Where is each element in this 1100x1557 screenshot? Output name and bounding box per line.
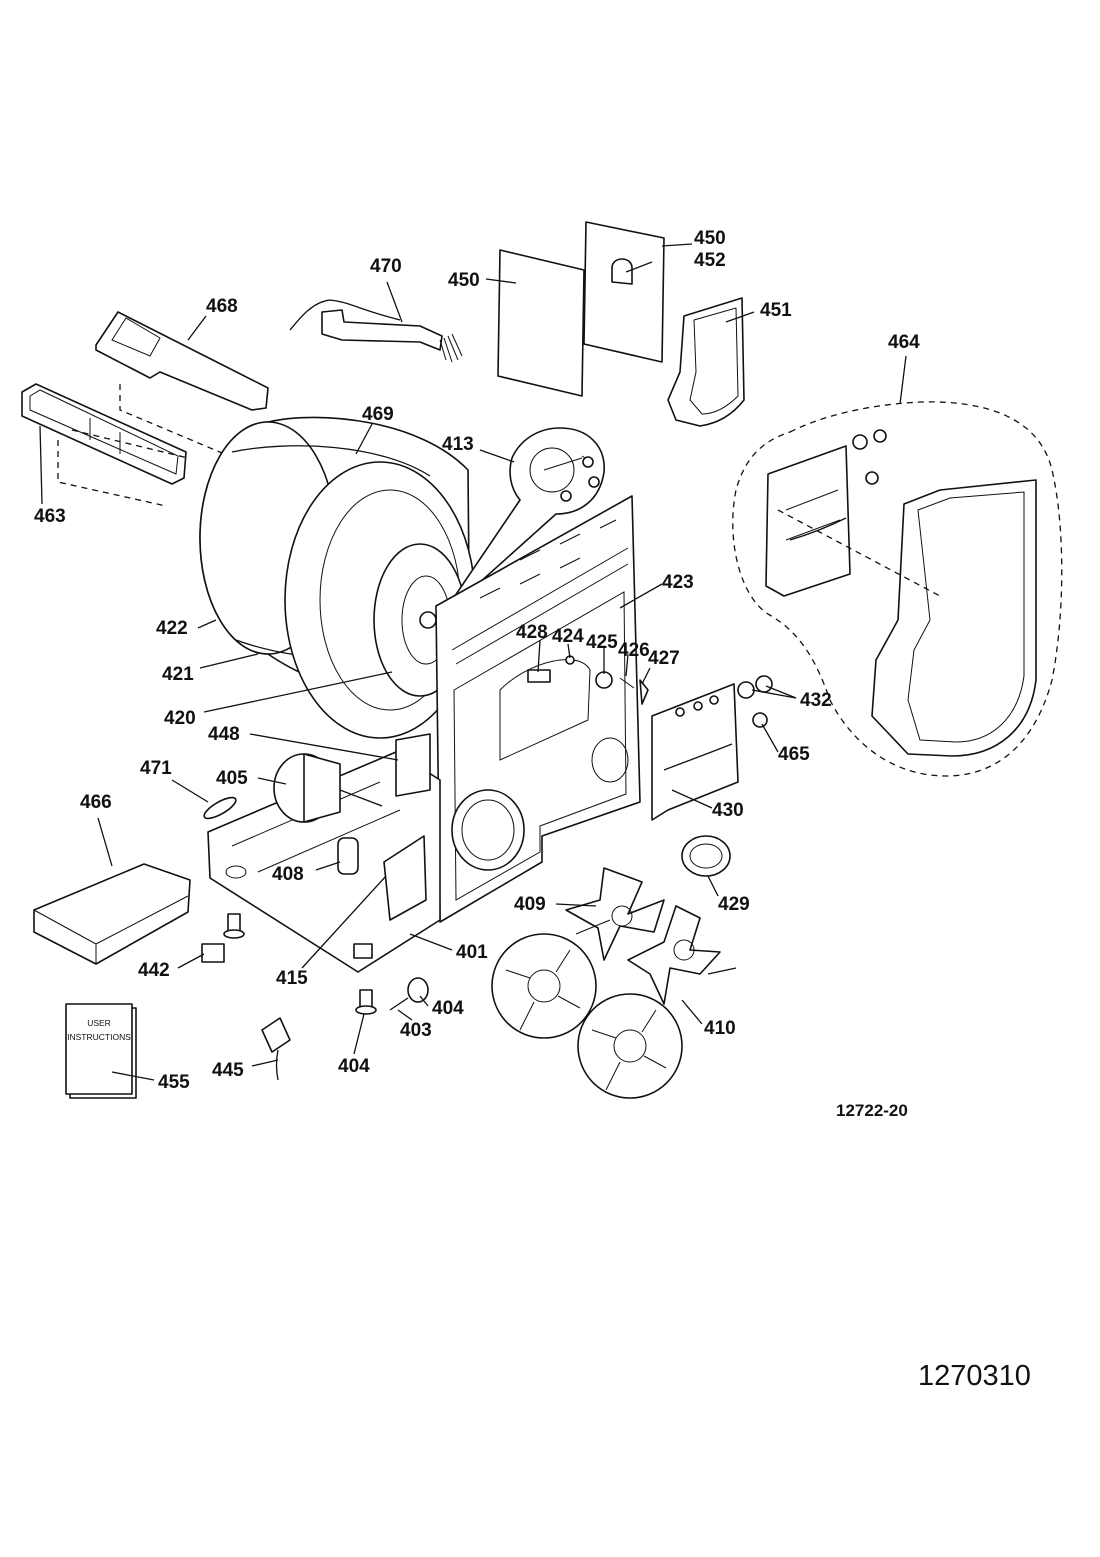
callout-423: 423 bbox=[662, 572, 694, 593]
part-427-bracket bbox=[639, 679, 649, 705]
callout-455: 455 bbox=[158, 1072, 190, 1093]
callout-422: 422 bbox=[156, 618, 188, 639]
part-413-shaft-detail bbox=[439, 427, 605, 619]
part-415-bracket bbox=[383, 835, 427, 921]
part-404-feet bbox=[223, 913, 429, 1015]
callout-450a: 450 bbox=[694, 228, 726, 249]
part-463-lint-filter bbox=[21, 383, 187, 485]
page-number: 1270310 bbox=[918, 1360, 1031, 1392]
part-448-bracket bbox=[395, 733, 431, 797]
part-464-heater-group bbox=[732, 401, 1063, 777]
part-468-filter-cover bbox=[95, 311, 269, 411]
callout-labels: 468 470 450 450 452 451 464 469 413 463 … bbox=[34, 228, 920, 1093]
callout-451: 451 bbox=[760, 300, 792, 321]
callout-427: 427 bbox=[648, 648, 680, 669]
part-410-fan bbox=[577, 905, 737, 1099]
part-423-rear-panel bbox=[435, 495, 641, 923]
callout-405: 405 bbox=[216, 768, 248, 789]
assembly-arrow-463b bbox=[71, 429, 189, 459]
callout-420: 420 bbox=[164, 708, 196, 729]
callout-471: 471 bbox=[140, 758, 172, 779]
callout-430: 430 bbox=[712, 800, 744, 821]
part-450-panel-left bbox=[497, 249, 585, 397]
callout-408: 408 bbox=[272, 864, 304, 885]
callout-466: 466 bbox=[80, 792, 112, 813]
callout-404a: 404 bbox=[432, 998, 464, 1019]
callout-445: 445 bbox=[212, 1060, 244, 1081]
part-429-gasket bbox=[681, 835, 731, 877]
callout-469: 469 bbox=[362, 404, 394, 425]
manual-line1: USER bbox=[87, 1018, 111, 1028]
part-428-switch bbox=[527, 669, 551, 683]
part-426-spring bbox=[619, 677, 635, 689]
callout-404b: 404 bbox=[338, 1056, 370, 1077]
part-425-thermostat bbox=[595, 671, 613, 689]
callout-426: 426 bbox=[618, 640, 650, 661]
callout-424: 424 bbox=[552, 626, 584, 647]
callout-442: 442 bbox=[138, 960, 170, 981]
callout-463: 463 bbox=[34, 506, 66, 527]
drawing-number: 12722-20 bbox=[836, 1101, 908, 1120]
part-455-manual: USER INSTRUCTIONS bbox=[65, 1003, 137, 1099]
part-432-terminals bbox=[737, 675, 773, 728]
part-470-harness bbox=[289, 299, 463, 363]
callout-413: 413 bbox=[442, 434, 474, 455]
assembly-arrow-463 bbox=[57, 440, 167, 507]
part-405-motor bbox=[273, 753, 383, 823]
callout-415: 415 bbox=[276, 968, 308, 989]
callout-452: 452 bbox=[694, 250, 726, 271]
part-450-panel-right bbox=[583, 221, 665, 363]
part-403-screw bbox=[389, 997, 409, 1011]
callout-450b: 450 bbox=[448, 270, 480, 291]
callout-448: 448 bbox=[208, 724, 240, 745]
callout-464: 464 bbox=[888, 332, 920, 353]
callout-421: 421 bbox=[162, 664, 194, 685]
callout-429: 429 bbox=[718, 894, 750, 915]
callout-428: 428 bbox=[516, 622, 548, 643]
callout-403: 403 bbox=[400, 1020, 432, 1041]
part-408-capacitor bbox=[337, 837, 359, 875]
part-442-switch bbox=[201, 943, 225, 963]
part-409-fan bbox=[491, 867, 665, 1039]
part-430-heater-element bbox=[651, 683, 739, 821]
manual-line2: INSTRUCTIONS bbox=[67, 1032, 131, 1042]
callout-401: 401 bbox=[456, 942, 488, 963]
callout-470: 470 bbox=[370, 256, 402, 277]
callout-409: 409 bbox=[514, 894, 546, 915]
part-466-tray bbox=[33, 863, 191, 965]
callout-410: 410 bbox=[704, 1018, 736, 1039]
assembly-arrow-468 bbox=[119, 384, 235, 459]
callout-465: 465 bbox=[778, 744, 810, 765]
part-445-plug bbox=[261, 1017, 291, 1081]
leader-lines bbox=[39, 243, 907, 1081]
callout-425: 425 bbox=[586, 632, 618, 653]
part-471-belt bbox=[203, 796, 237, 820]
callout-468: 468 bbox=[206, 296, 238, 317]
part-451-heater-cover bbox=[667, 297, 745, 427]
callout-432: 432 bbox=[800, 690, 832, 711]
